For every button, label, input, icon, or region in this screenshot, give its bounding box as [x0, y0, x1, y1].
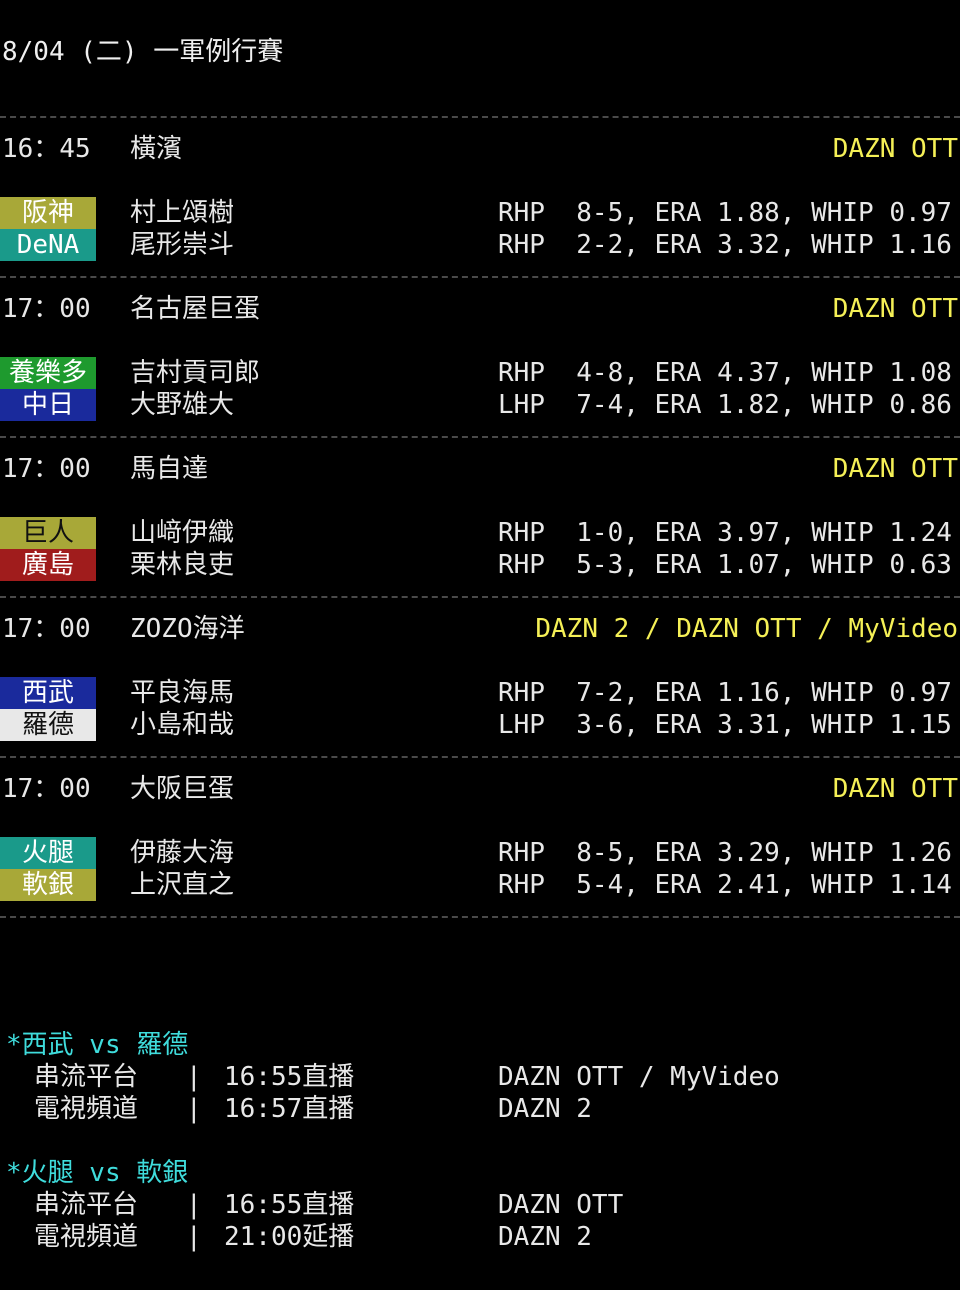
pitcher-name: 村上頌樹: [130, 198, 235, 228]
pitcher-row: 西武 平良海馬 RHP 7-2, ERA 1.16, WHIP 0.97: [0, 677, 960, 709]
game-venue: 名古屋巨蛋: [130, 294, 261, 324]
separator: [0, 756, 960, 758]
team-badge: 羅德: [0, 709, 96, 741]
pitcher-name: 小島和哉: [130, 710, 235, 740]
pitcher-stats: RHP 7-2, ERA 1.16, WHIP 0.97: [498, 678, 952, 708]
team-badge: 火腿: [0, 837, 96, 869]
game-header-row: 17：00 名古屋巨蛋 DAZN OTT: [0, 293, 960, 325]
note-divider: |: [186, 1222, 202, 1252]
pitcher-name: 上沢直之: [130, 870, 235, 900]
pitcher-name: 吉村貢司郎: [130, 358, 261, 388]
note-channel: DAZN OTT / MyVideo: [498, 1062, 780, 1092]
separator: [0, 596, 960, 598]
note-time: 21:00延播: [224, 1222, 355, 1252]
note-line: 串流平台 | 16:55直播 DAZN OTT / MyVideo: [34, 1061, 954, 1093]
game-header-row: 17：00 大阪巨蛋 DAZN OTT: [0, 773, 960, 805]
game-header-row: 17：00 馬自達 DAZN OTT: [0, 453, 960, 485]
game-venue: 橫濱: [130, 134, 183, 164]
separator: [0, 116, 960, 118]
pitcher-stats: LHP 7-4, ERA 1.82, WHIP 0.86: [498, 390, 952, 420]
note-title: *西武 vs 羅德: [6, 1030, 189, 1060]
pitcher-stats: RHP 1-0, ERA 3.97, WHIP 1.24: [498, 518, 952, 548]
pitcher-row: 羅德 小島和哉 LHP 3-6, ERA 3.31, WHIP 1.15: [0, 709, 960, 741]
game-time: 17：00: [2, 614, 91, 644]
separator: [0, 916, 960, 918]
note-line: 串流平台 | 16:55直播 DAZN OTT: [34, 1189, 954, 1221]
note-label: 電視頻道: [34, 1094, 139, 1124]
broadcast-channel: DAZN OTT: [832, 294, 958, 324]
game-header-row: 16：45 橫濱 DAZN OTT: [0, 133, 960, 165]
pitcher-row: 巨人 山﨑伊織 RHP 1-0, ERA 3.97, WHIP 1.24: [0, 517, 960, 549]
game-venue: 大阪巨蛋: [130, 774, 235, 804]
team-badge: 廣島: [0, 549, 96, 581]
team-badge: 軟銀: [0, 869, 96, 901]
pitcher-stats: LHP 3-6, ERA 3.31, WHIP 1.15: [498, 710, 952, 740]
note-label: 電視頻道: [34, 1222, 139, 1252]
separator: [0, 436, 960, 438]
note-channel: DAZN 2: [498, 1094, 592, 1124]
pitcher-row: 軟銀 上沢直之 RHP 5-4, ERA 2.41, WHIP 1.14: [0, 869, 960, 901]
note-divider: |: [186, 1062, 202, 1092]
pitcher-name: 山﨑伊織: [130, 518, 235, 548]
broadcast-channel: DAZN OTT: [832, 134, 958, 164]
game-venue: 馬自達: [130, 454, 209, 484]
note-divider: |: [186, 1190, 202, 1220]
pitcher-row: 火腿 伊藤大海 RHP 8-5, ERA 3.29, WHIP 1.26: [0, 837, 960, 869]
note-time: 16:55直播: [224, 1190, 355, 1220]
team-badge: 阪神: [0, 197, 96, 229]
pitcher-stats: RHP 5-3, ERA 1.07, WHIP 0.63: [498, 550, 952, 580]
note-channel: DAZN 2: [498, 1222, 592, 1252]
pitcher-stats: RHP 4-8, ERA 4.37, WHIP 1.08: [498, 358, 952, 388]
note-divider: |: [186, 1094, 202, 1124]
pitcher-name: 尾形崇斗: [130, 230, 235, 260]
note-label: 串流平台: [34, 1062, 139, 1092]
team-badge: 養樂多: [0, 357, 96, 389]
pitcher-row: 養樂多 吉村貢司郎 RHP 4-8, ERA 4.37, WHIP 1.08: [0, 357, 960, 389]
pitcher-name: 大野雄大: [130, 390, 235, 420]
separator: [0, 276, 960, 278]
game-header-row: 17：00 ZOZO海洋 DAZN 2 / DAZN OTT / MyVideo: [0, 613, 960, 645]
note-time: 16:57直播: [224, 1094, 355, 1124]
team-badge: DeNA: [0, 229, 96, 261]
note-title: *火腿 vs 軟銀: [6, 1158, 189, 1188]
game-time: 17：00: [2, 774, 91, 804]
team-badge: 中日: [0, 389, 96, 421]
note-line: 電視頻道 | 16:57直播 DAZN 2: [34, 1093, 954, 1125]
pitcher-name: 伊藤大海: [130, 838, 235, 868]
pitcher-row: 中日 大野雄大 LHP 7-4, ERA 1.82, WHIP 0.86: [0, 389, 960, 421]
note-label: 串流平台: [34, 1190, 139, 1220]
broadcast-channel: DAZN 2 / DAZN OTT / MyVideo: [535, 614, 958, 644]
pitcher-stats: RHP 2-2, ERA 3.32, WHIP 1.16: [498, 230, 952, 260]
pitcher-stats: RHP 5-4, ERA 2.41, WHIP 1.14: [498, 870, 952, 900]
note-time: 16:55直播: [224, 1062, 355, 1092]
pitcher-row: DeNA 尾形崇斗 RHP 2-2, ERA 3.32, WHIP 1.16: [0, 229, 960, 261]
note-line: 電視頻道 | 21:00延播 DAZN 2: [34, 1221, 954, 1253]
broadcast-channel: DAZN OTT: [832, 454, 958, 484]
pitcher-row: 廣島 栗林良吏 RHP 5-3, ERA 1.07, WHIP 0.63: [0, 549, 960, 581]
pitcher-row: 阪神 村上頌樹 RHP 8-5, ERA 1.88, WHIP 0.97: [0, 197, 960, 229]
page-title: 8/04 (二) 一軍例行賽: [2, 37, 284, 67]
game-time: 16：45: [2, 134, 91, 164]
pitcher-name: 平良海馬: [130, 678, 235, 708]
team-badge: 西武: [0, 677, 96, 709]
broadcast-channel: DAZN OTT: [832, 774, 958, 804]
game-time: 17：00: [2, 454, 91, 484]
pitcher-stats: RHP 8-5, ERA 3.29, WHIP 1.26: [498, 838, 952, 868]
note-channel: DAZN OTT: [498, 1190, 624, 1220]
pitcher-stats: RHP 8-5, ERA 1.88, WHIP 0.97: [498, 198, 952, 228]
game-time: 17：00: [2, 294, 91, 324]
pitcher-name: 栗林良吏: [130, 550, 235, 580]
game-venue: ZOZO海洋: [130, 614, 245, 644]
team-badge: 巨人: [0, 517, 96, 549]
